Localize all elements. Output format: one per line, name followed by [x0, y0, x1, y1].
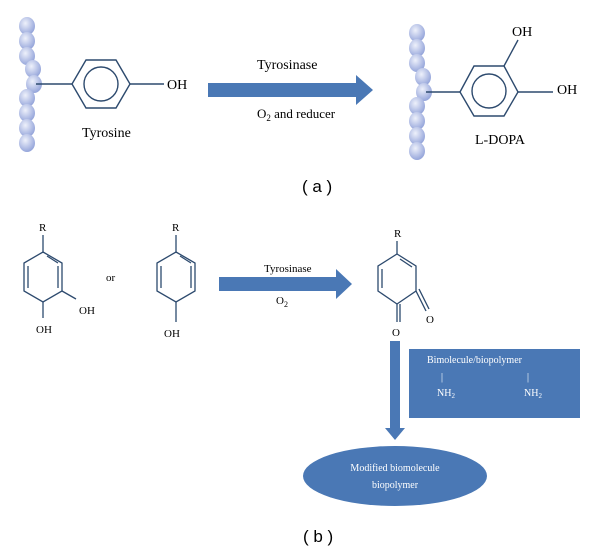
phenol-r: R: [172, 222, 180, 234]
panel-b-caption: ( b ): [303, 527, 333, 546]
biomolecule-nh2-right: NH2: [524, 388, 542, 400]
biomolecule-bar-left: |: [441, 372, 443, 383]
catechol-ring: [23, 235, 77, 318]
quinone-o-right: O: [426, 314, 434, 326]
tyrosine-label: Tyrosine: [82, 126, 131, 141]
ldopa-oh-top: OH: [512, 25, 532, 40]
arrow-down: [385, 341, 405, 440]
ellipse-line2: biopolymer: [372, 480, 419, 491]
quinone-o-bottom: O: [392, 327, 400, 339]
protein-bead-chain-right: [409, 24, 432, 160]
biomolecule-bar-right: |: [527, 372, 529, 383]
ldopa-oh-side: OH: [557, 83, 577, 98]
modified-biomolecule-ellipse: [303, 446, 487, 506]
quinone-r: R: [394, 228, 402, 240]
ellipse-line1: Modified biomolecule: [350, 463, 440, 474]
arrow-a-enzyme: Tyrosinase: [257, 58, 317, 73]
arrow-a: [208, 75, 373, 105]
biomolecule-box: [409, 349, 580, 418]
phenol-oh: OH: [164, 328, 180, 340]
tyrosine-oh: OH: [167, 78, 187, 93]
panel-a-caption: ( a ): [302, 177, 332, 196]
ldopa-ring: [426, 39, 553, 117]
arrow-b: [219, 269, 352, 299]
catechol-oh-bottom: OH: [36, 324, 52, 336]
biomolecule-nh2-left: NH2: [437, 388, 455, 400]
catechol-oh-right: OH: [79, 305, 95, 317]
arrow-a-conditions: O2 and reducer: [257, 106, 336, 123]
arrow-b-enzyme: Tyrosinase: [264, 263, 312, 275]
panel-b: R OH OH or R OH Tyrosinase O2: [23, 222, 580, 546]
protein-bead-chain-left: [19, 17, 42, 152]
panel-a: OH Tyrosine Tyrosinase O2 and reducer: [19, 17, 577, 196]
or-text: or: [106, 272, 116, 284]
catechol-r: R: [39, 222, 47, 234]
quinone-ring: [377, 241, 430, 322]
phenol-ring: [156, 235, 196, 322]
biomolecule-box-title: Bimolecule/biopolymer: [427, 355, 523, 366]
arrow-b-oxygen: O2: [276, 295, 288, 309]
tyrosine-ring: [36, 59, 164, 109]
ldopa-label: L-DOPA: [475, 133, 526, 148]
